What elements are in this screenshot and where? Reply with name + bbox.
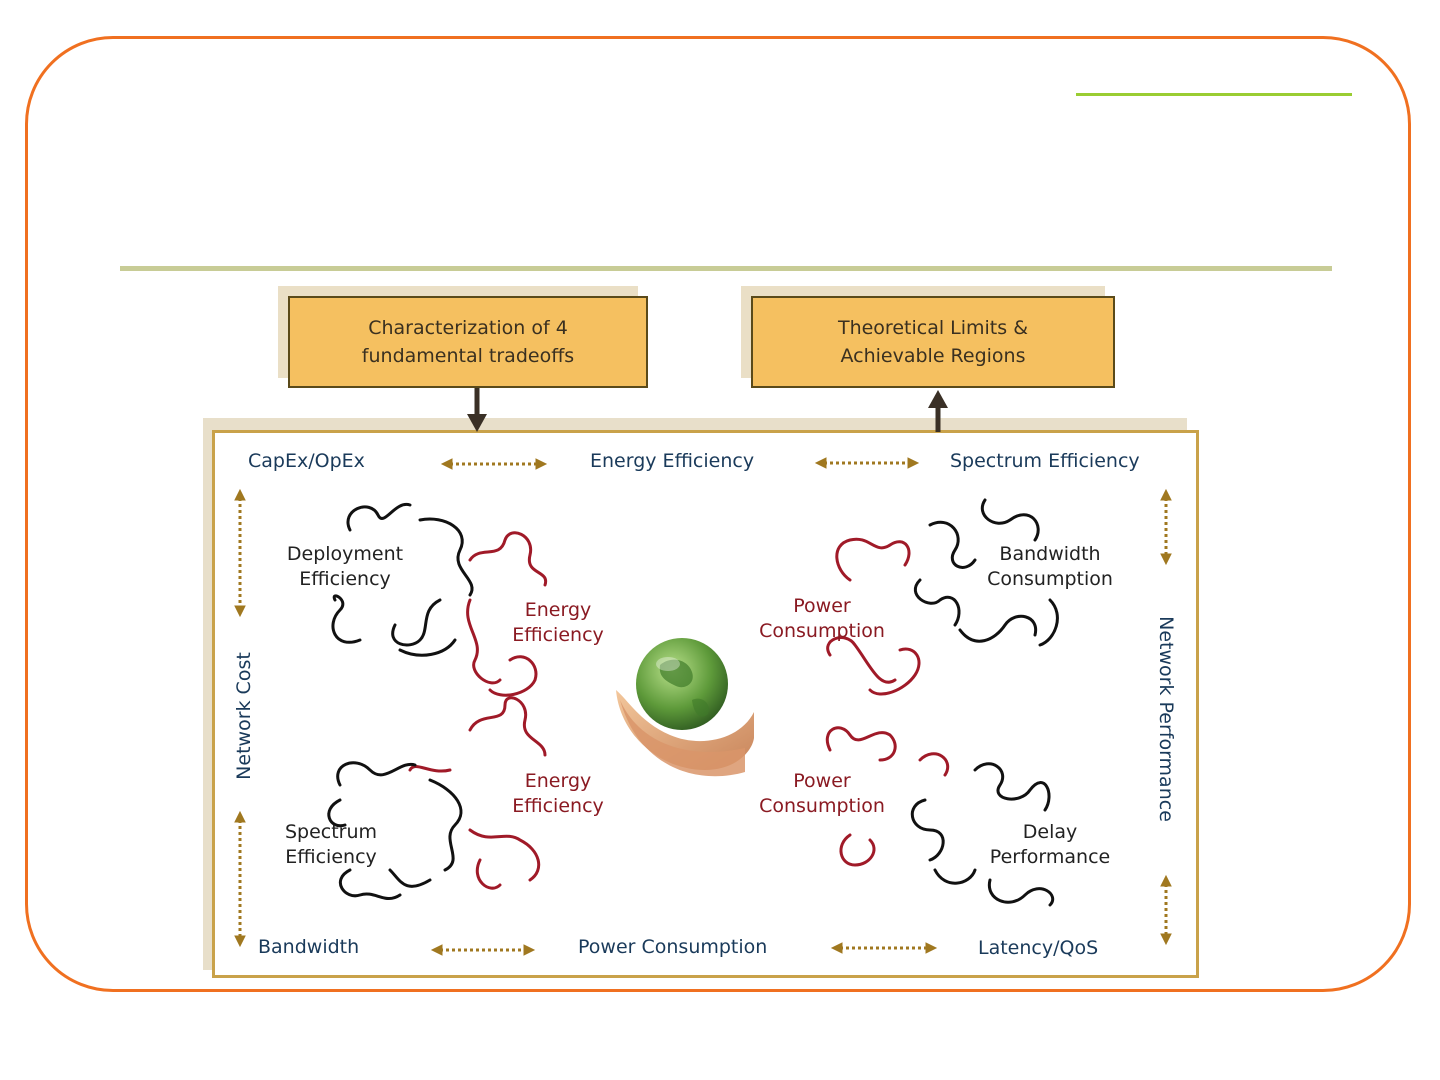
limits-line2: Achievable Regions <box>840 345 1026 367</box>
delay-performance-label: Delay Performance <box>970 820 1130 870</box>
gear-label-line: Bandwidth <box>999 543 1101 565</box>
gear-label-line: Power <box>793 770 851 792</box>
gear-label-line: Energy <box>524 599 592 621</box>
spectrum-efficiency-gear-label: Spectrum Efficiency <box>266 820 396 870</box>
dotted-arrow-h <box>814 457 920 469</box>
gear-red-tr <box>826 537 921 696</box>
gear-red-br <box>826 726 950 867</box>
energy-efficiency-gear-top: Energy Efficiency <box>498 598 618 648</box>
gear-curves <box>327 498 1059 907</box>
gear-label-line: Efficiency <box>299 568 391 590</box>
tradeoffs-line2: fundamental tradeoffs <box>361 345 575 367</box>
slide-frame <box>25 36 1411 992</box>
gear-label-line: Delay <box>1022 821 1078 843</box>
gear-label-line: Spectrum <box>284 821 378 843</box>
network-performance-label: Network Performance <box>1155 616 1177 822</box>
limits-line1: Theoretical Limits & <box>837 317 1029 339</box>
power-consumption-gear-bottom: Power Consumption <box>742 769 902 819</box>
gear-dark-tr <box>913 498 1059 647</box>
dotted-arrow-h <box>440 458 548 470</box>
up-arrow <box>928 390 948 432</box>
gear-label-line: Efficiency <box>512 624 604 646</box>
gear-label-line: Consumption <box>759 620 885 642</box>
accent-line <box>1076 93 1352 96</box>
gear-label-line: Power <box>793 595 851 617</box>
gear-label-line: Deployment <box>286 543 404 565</box>
down-arrow <box>467 388 487 432</box>
dotted-arrow-v <box>1160 488 1172 566</box>
gear-label-line: Efficiency <box>512 795 604 817</box>
capex-opex-label: CapEx/OpEx <box>248 450 365 472</box>
title-rule <box>120 266 1332 271</box>
gear-label-line: Efficiency <box>285 846 377 868</box>
globe-in-hands-icon <box>612 598 754 782</box>
gear-dark-tl <box>331 503 474 657</box>
energy-efficiency-gear-bottom: Energy Efficiency <box>498 769 618 819</box>
gear-dark-br <box>910 762 1054 907</box>
bandwidth-label: Bandwidth <box>258 936 360 958</box>
dotted-arrow-v <box>234 810 246 948</box>
gear-label-line: Performance <box>989 846 1111 868</box>
bandwidth-consumption-label: Bandwidth Consumption <box>970 542 1130 592</box>
dotted-arrow-v <box>1160 874 1172 946</box>
tradeoffs-line1: Characterization of 4 <box>368 317 568 339</box>
dotted-arrow-h <box>830 942 938 954</box>
energy-efficiency-label: Energy Efficiency <box>590 450 755 472</box>
gear-red-bl <box>408 696 547 890</box>
limits-box: Theoretical Limits & Achievable Regions <box>751 296 1115 388</box>
gear-red-tl <box>466 531 548 697</box>
dotted-arrow-v <box>234 488 246 618</box>
spectrum-efficiency-label: Spectrum Efficiency <box>950 450 1140 472</box>
gear-dark-bl <box>327 761 463 901</box>
power-consumption-label: Power Consumption <box>578 936 768 958</box>
deployment-efficiency-label: Deployment Efficiency <box>274 542 416 592</box>
gear-label-line: Consumption <box>759 795 885 817</box>
power-consumption-gear-top: Power Consumption <box>742 594 902 644</box>
latency-qos-label: Latency/QoS <box>978 937 1099 959</box>
dotted-arrow-h <box>430 944 536 956</box>
network-cost-label: Network Cost <box>233 652 255 780</box>
gear-label-line: Energy <box>524 770 592 792</box>
tradeoffs-box: Characterization of 4 fundamental tradeo… <box>288 296 648 388</box>
gear-label-line: Consumption <box>987 568 1113 590</box>
